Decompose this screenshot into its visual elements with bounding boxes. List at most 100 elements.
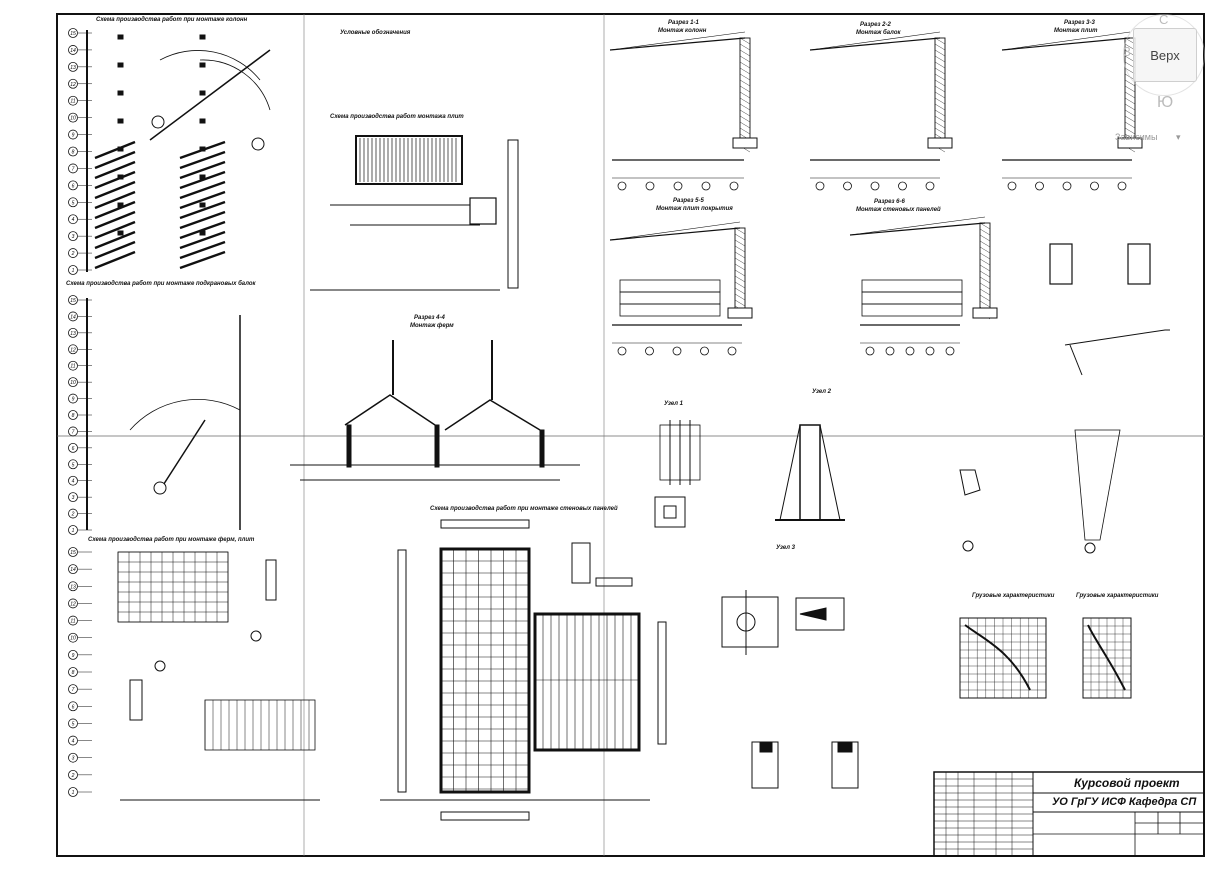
viewcube[interactable]: С З Верх Ю Зависимы ▾ xyxy=(1115,12,1205,144)
axis-bubble xyxy=(68,547,78,557)
nodes-area xyxy=(654,420,859,789)
axis-label: 15 xyxy=(70,31,76,37)
label-node-1: Узел 1 xyxy=(664,401,683,407)
axis-label: 10 xyxy=(70,116,76,122)
viewcube-west[interactable]: З xyxy=(1123,44,1131,59)
axis-bubble xyxy=(68,475,78,486)
axis-bubble xyxy=(68,180,78,191)
axis-bubble xyxy=(68,327,78,338)
plan-crane-top xyxy=(310,135,519,291)
axis-bubble xyxy=(68,769,78,780)
axis-label: 10 xyxy=(70,380,76,386)
axis-bubble xyxy=(68,112,78,123)
plan-crane-beams xyxy=(86,298,241,530)
axis-bubble xyxy=(68,649,78,660)
axis-label: 7 xyxy=(72,429,75,435)
label-plan-beams: Схема производства работ при монтаже под… xyxy=(66,281,256,287)
sheet-frame xyxy=(56,13,1205,857)
axis-bubble xyxy=(68,684,78,695)
axis-label: 2 xyxy=(71,251,75,257)
axis-bubble xyxy=(68,95,78,106)
axis-label: 3 xyxy=(72,495,75,501)
axis-bubble xyxy=(68,667,78,677)
label-cut-4-4: Разрез 4-4 xyxy=(414,315,445,321)
wcs-dropdown[interactable]: Зависимы ▾ xyxy=(1115,132,1180,143)
axis-bubble xyxy=(68,265,78,275)
axis-label: 13 xyxy=(70,65,76,71)
title-course: Курсовой проект xyxy=(1074,776,1180,790)
axis-bubble xyxy=(68,564,78,575)
axis-bubble xyxy=(68,442,78,453)
title-block xyxy=(933,771,1205,857)
chevron-down-icon: ▾ xyxy=(1175,132,1181,142)
axis-bubble xyxy=(68,410,78,420)
label-graph-1: Грузовые характеристики xyxy=(972,593,1055,599)
axis-label: 14 xyxy=(70,314,76,320)
axis-bubble xyxy=(68,360,78,371)
viewcube-south[interactable]: Ю xyxy=(1157,94,1174,111)
axis-bubble xyxy=(68,146,78,157)
axis-label: 6 xyxy=(72,446,75,452)
axis-bubble xyxy=(68,28,78,38)
axis-bubble xyxy=(68,295,78,305)
label-plan-truss: Схема производства работ при монтаже фер… xyxy=(88,537,255,543)
axis-label: 9 xyxy=(72,133,75,139)
axis-label: 6 xyxy=(72,704,75,710)
viewcube-face-top[interactable]: Верх xyxy=(1133,28,1197,82)
axis-label: 13 xyxy=(70,331,76,337)
label-node-2: Узел 2 xyxy=(812,389,831,395)
axis-bubble xyxy=(68,78,78,89)
crane-sections xyxy=(609,31,1151,356)
axis-label: 3 xyxy=(72,756,75,762)
axis-bubble xyxy=(68,163,78,174)
label-cut-2-2-sub: Монтаж балок xyxy=(856,30,901,36)
axis-bubble xyxy=(68,787,78,797)
axis-label: 4 xyxy=(72,217,75,223)
axis-label: 15 xyxy=(70,298,76,304)
axis-label: 2 xyxy=(71,773,75,779)
plan-wall-panels xyxy=(380,519,667,821)
axis-label: 3 xyxy=(72,234,75,240)
axis-bubble xyxy=(68,214,78,225)
axis-bubble xyxy=(68,581,78,592)
title-organization: УО ГрГУ ИСФ Кафедра СП xyxy=(1052,796,1197,808)
axis-label: 12 xyxy=(70,347,76,353)
viewcube-compass-ring[interactable] xyxy=(1123,14,1205,96)
axis-bubble xyxy=(68,615,78,626)
axis-bubble xyxy=(68,61,78,72)
axis-bubble xyxy=(68,718,78,729)
axis-label: 15 xyxy=(70,550,76,556)
legend-title: Условные обозначения xyxy=(340,30,411,36)
axis-label: 2 xyxy=(71,512,75,518)
axis-bubble xyxy=(68,632,78,643)
label-cut-6-6-sub: Монтаж стеновых панелей xyxy=(856,207,941,213)
axis-bubble xyxy=(68,129,78,140)
label-cut-1-1-sub: Монтаж колонн xyxy=(658,28,707,34)
label-graph-2: Грузовые характеристики xyxy=(1076,593,1159,599)
axis-label: 11 xyxy=(70,619,75,625)
axis-label: 7 xyxy=(72,166,75,172)
axis-label: 14 xyxy=(70,48,76,54)
axis-bubble xyxy=(68,492,78,503)
axis-label: 11 xyxy=(70,364,75,370)
axis-bubble xyxy=(68,508,78,519)
label-cut-5-5: Разрез 5-5 xyxy=(673,198,704,204)
axis-label: 8 xyxy=(72,413,75,419)
label-plan-roof: Схема производства работ монтажа плит xyxy=(330,114,464,120)
axis-label: 1 xyxy=(72,268,75,274)
label-cut-2-2: Разрез 2-2 xyxy=(860,22,891,28)
label-cut-3-3: Разрез 3-3 xyxy=(1064,20,1095,26)
axis-label: 6 xyxy=(72,183,75,189)
viewcube-north[interactable]: С xyxy=(1159,12,1169,27)
label-cut-1-1: Разрез 1-1 xyxy=(668,20,699,26)
axis-bubble xyxy=(68,344,78,355)
section-4-4 xyxy=(290,340,580,481)
axis-bubble xyxy=(68,426,78,437)
axis-label: 1 xyxy=(72,528,75,534)
axis-label: 10 xyxy=(70,636,76,642)
axis-label: 11 xyxy=(70,99,75,105)
axis-bubble xyxy=(68,311,78,322)
